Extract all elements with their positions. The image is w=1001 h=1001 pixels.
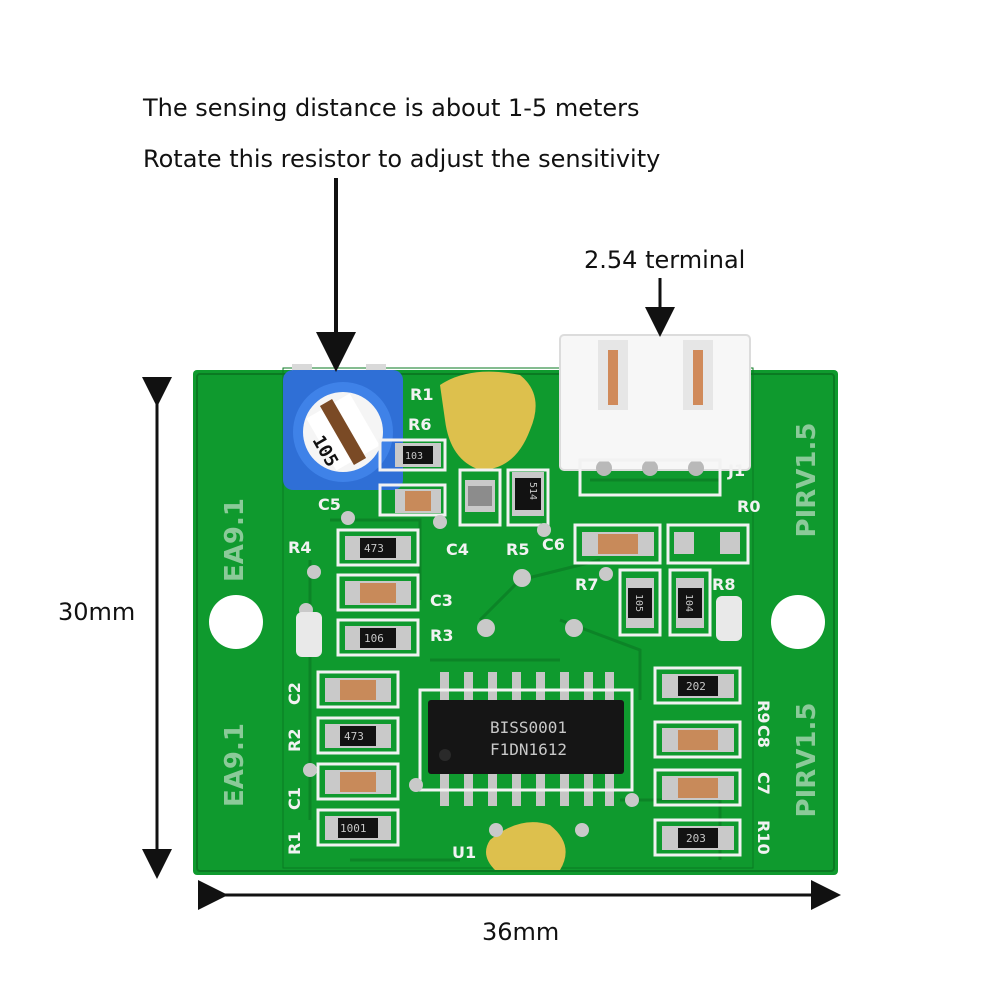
smd-code-1001: 1001 (340, 822, 367, 835)
svg-text:R2: R2 (285, 729, 304, 752)
chip-label-line2: F1DN1612 (490, 740, 567, 759)
smd-code-106: 106 (364, 632, 384, 645)
svg-text:R1: R1 (285, 832, 304, 855)
mounting-hole-left (209, 595, 263, 649)
edge-label-right-bottom: PIRV1.5 (792, 703, 822, 818)
svg-text:C7: C7 (754, 772, 773, 795)
potentiometer[interactable]: 105 (283, 364, 403, 490)
terminal-connector[interactable] (559, 334, 751, 497)
caption-sensing-distance: The sensing distance is about 1-5 meters (143, 94, 640, 122)
svg-text:U1: U1 (452, 843, 476, 862)
svg-text:C6: C6 (542, 535, 565, 554)
svg-text:R5: R5 (506, 540, 529, 559)
svg-text:R7: R7 (575, 575, 598, 594)
svg-text:C3: C3 (430, 591, 453, 610)
smd-code-473-a: 473 (364, 542, 384, 555)
smd-components: 103 514 473 106 473 1001 202 203 (296, 443, 742, 850)
svg-text:R1: R1 (410, 385, 433, 404)
chip-label-line1: BISS0001 (490, 718, 567, 737)
svg-text:C2: C2 (285, 682, 304, 705)
svg-text:R6: R6 (408, 415, 431, 434)
silkscreen-labels: R1 R6 C5 R4 C4 R5 C6 R7 R8 R0 J1 C3 R3 C… (285, 385, 773, 862)
svg-text:R3: R3 (430, 626, 453, 645)
smd-code-202: 202 (686, 680, 706, 693)
caption-width-dimension: 36mm (482, 918, 560, 946)
smd-code-105: 105 (633, 594, 644, 612)
edge-label-left-bottom: EA9.1 (220, 723, 250, 807)
smd-code-104: 104 (683, 594, 694, 612)
caption-height-dimension: 30mm (58, 598, 136, 626)
edge-label-left-top: EA9.1 (220, 498, 250, 582)
smd-code-203: 203 (686, 832, 706, 845)
glue-blob-top (440, 371, 536, 470)
edge-label-right-top: PIRV1.5 (792, 423, 822, 538)
svg-text:J1: J1 (727, 461, 745, 480)
glue-blob-bottom (486, 822, 566, 870)
svg-text:C1: C1 (285, 787, 304, 810)
smd-code-103: 103 (405, 451, 423, 462)
svg-text:R0: R0 (737, 497, 760, 516)
svg-text:R4: R4 (288, 538, 311, 557)
svg-text:R10: R10 (754, 820, 773, 855)
smd-code-514: 514 (527, 482, 538, 500)
mounting-hole-right (771, 595, 825, 649)
svg-text:R9: R9 (754, 700, 773, 723)
svg-text:C8: C8 (754, 725, 773, 748)
caption-rotate-resistor: Rotate this resistor to adjust the sensi… (143, 145, 661, 173)
smd-code-473-b: 473 (344, 730, 364, 743)
svg-text:R8: R8 (712, 575, 735, 594)
caption-terminal: 2.54 terminal (584, 246, 746, 274)
svg-text:C4: C4 (446, 540, 469, 559)
biss0001-chip: BISS0001 F1DN1612 (428, 672, 624, 806)
svg-text:C5: C5 (318, 495, 341, 514)
